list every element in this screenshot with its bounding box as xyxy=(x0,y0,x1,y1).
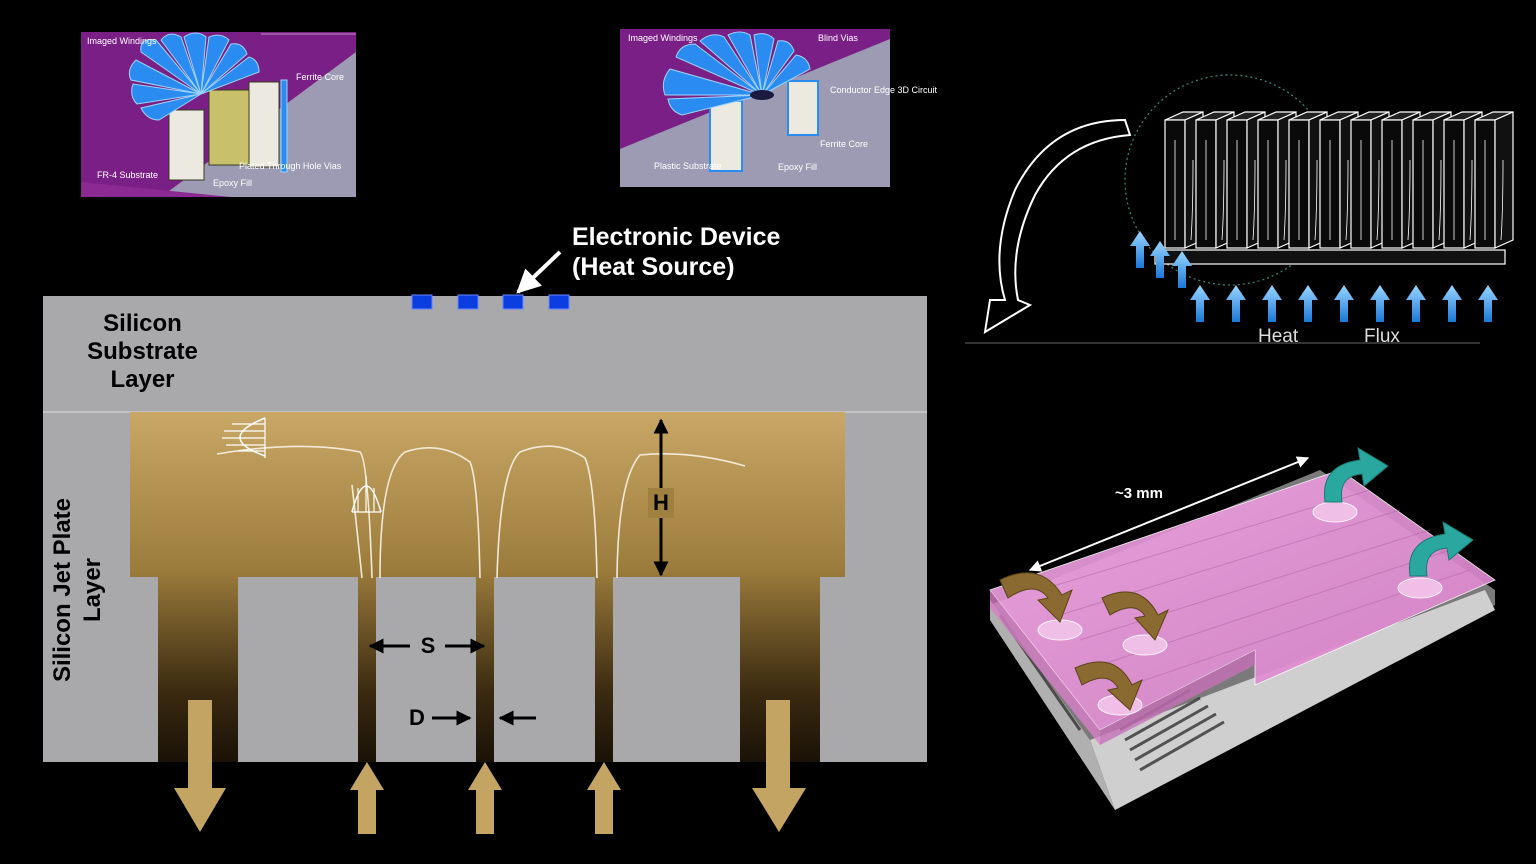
flux-label: Flux xyxy=(1364,326,1400,347)
heat-flux-arrow xyxy=(1172,251,1192,288)
electronic-device-label: Electronic Device (Heat Source) xyxy=(572,223,781,281)
heat-flux-arrow xyxy=(1262,285,1282,322)
device-chips xyxy=(411,294,570,310)
heat-label: Heat xyxy=(1258,326,1299,347)
inductor-plastic-image: Imaged Windings Blind Vias Conductor Edg… xyxy=(620,29,938,187)
inductor-pcb-image: Imaged Windings Ferrite Core Plated Thro… xyxy=(81,32,356,197)
h-dimension-label: H xyxy=(653,490,669,515)
heat-flux-arrow xyxy=(1334,285,1354,322)
heat-flux-arrow xyxy=(1190,285,1210,322)
outlet-arrows xyxy=(174,700,806,832)
substrate-layer-label: Silicon Substrate Layer xyxy=(87,310,198,393)
curved-arrow-icon xyxy=(983,118,1132,334)
d-dimension-label: D xyxy=(409,705,425,730)
epoxy-fill-label: Epoxy Fill xyxy=(213,178,252,188)
s-dimension-label: S xyxy=(420,633,436,658)
plated-vias-label: Plated Through Hole Vias xyxy=(239,161,342,171)
silicon-substrate-layer xyxy=(43,296,927,412)
heat-flux-arrow xyxy=(1150,241,1170,278)
heat-flux-arrow xyxy=(1370,285,1390,322)
heat-flux-arrow xyxy=(1478,285,1498,322)
cooler-3d-diagram: ~3 mm xyxy=(989,447,1496,810)
ferrite-core-label: Ferrite Core xyxy=(296,72,344,82)
epoxy-fill-label-2: Epoxy Fill xyxy=(778,162,817,172)
conductor-edge-label: Conductor Edge 3D Circuit xyxy=(830,85,938,95)
heat-flux-arrow xyxy=(1442,285,1462,322)
fr4-substrate-label: FR-4 Substrate xyxy=(97,170,158,180)
heat-sink-diagram xyxy=(965,74,1514,344)
dimension-line xyxy=(1028,456,1310,572)
jet-plate-layer-label: Silicon Jet Plate Layer xyxy=(49,497,106,683)
heat-flux-arrow xyxy=(1226,285,1246,322)
ferrite-core-label-2: Ferrite Core xyxy=(820,139,868,149)
fin xyxy=(1412,111,1452,249)
inlet-arrows xyxy=(350,762,621,834)
blind-vias-label: Blind Vias xyxy=(818,33,858,43)
heat-flux-arrow xyxy=(1130,231,1150,268)
heat-flux-arrow xyxy=(1298,285,1318,322)
imaged-windings-label: Imaged Windings xyxy=(87,36,157,46)
dimension-text: ~3 mm xyxy=(1115,485,1163,502)
plastic-substrate-label: Plastic Substrate xyxy=(654,161,722,171)
device-pointer-arrow xyxy=(516,250,562,294)
fin xyxy=(1474,111,1514,249)
imaged-windings-label-2: Imaged Windings xyxy=(628,33,698,43)
heat-flux-arrow xyxy=(1406,285,1426,322)
